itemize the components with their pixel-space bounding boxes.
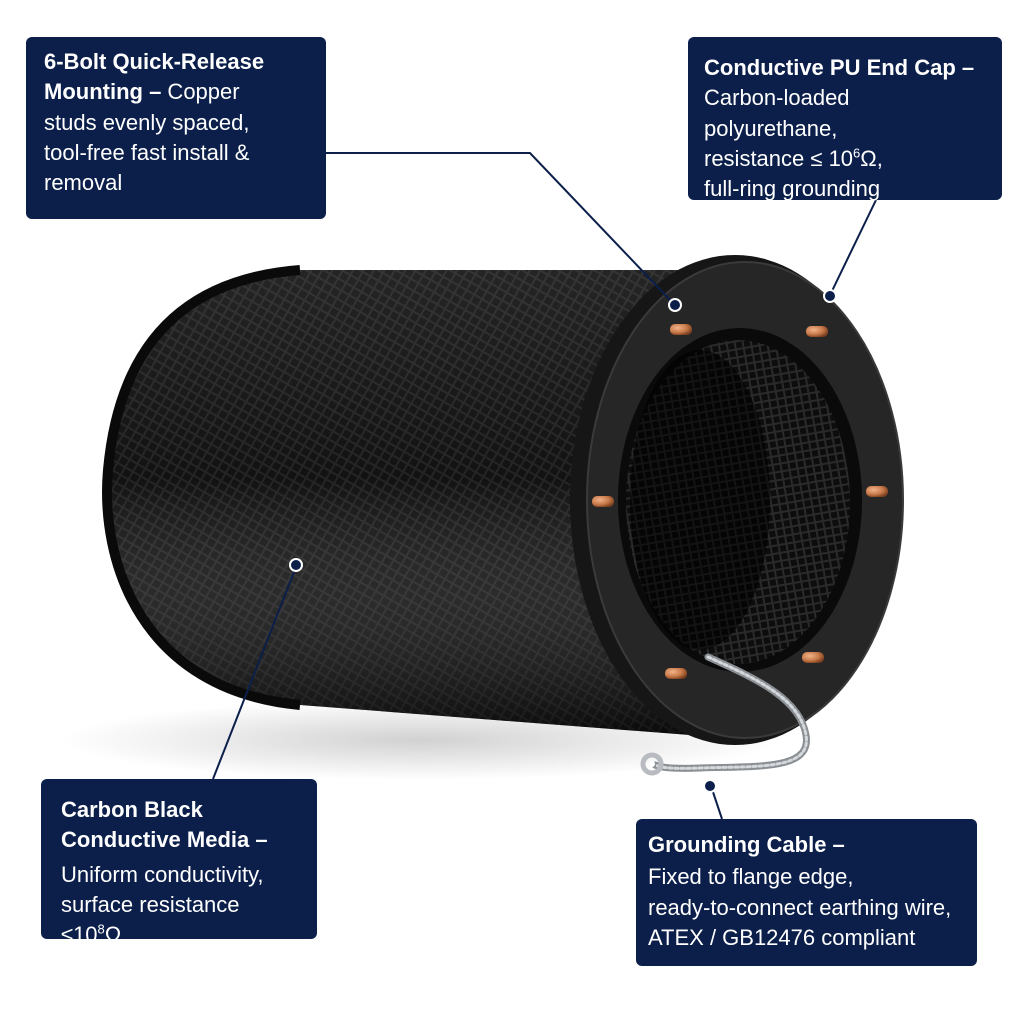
copper-stud-icon	[802, 652, 824, 663]
callout-media-resistance-prefix: surface resistance ≤10	[61, 892, 240, 948]
callout-grounding-title: Grounding Cable –	[648, 832, 845, 857]
callout-endcap-resistance: resistance ≤ 106Ω,	[704, 144, 986, 174]
callout-mounting-line: removal	[44, 170, 123, 196]
callout-endcap-resistance-exp: 6	[853, 145, 861, 161]
leader-line-mounting	[326, 152, 673, 303]
conductive-end-cap	[570, 255, 904, 745]
callout-grounding-line: ready-to-connect earthing wire,	[648, 894, 952, 920]
leader-dot-icon	[668, 298, 682, 312]
copper-stud-icon	[866, 486, 888, 497]
callout-endcap: Conductive PU End Cap – Carbon-loaded po…	[688, 37, 1002, 201]
callout-mounting-line: studs evenly spaced,	[44, 109, 250, 135]
leader-dot-icon	[703, 779, 717, 793]
callout-endcap-line: Carbon-loaded polyurethane,	[704, 85, 850, 141]
callout-media-title-line2: Conductive Media –	[61, 827, 268, 853]
callout-mounting: 6-Bolt Quick-Release Mounting – Copper s…	[26, 37, 326, 219]
callout-media: Carbon Black Conductive Media – Uniform …	[41, 779, 317, 947]
copper-stud-icon	[592, 496, 614, 507]
callout-grounding: Grounding Cable – Fixed to flange edge, …	[636, 819, 977, 966]
leader-line-grounding	[711, 788, 723, 820]
callout-endcap-resistance-suffix: Ω,	[860, 146, 883, 172]
callout-grounding-line: ATEX / GB12476 compliant	[648, 925, 916, 951]
callout-media-resistance-suffix: Ω	[104, 922, 122, 948]
callout-mounting-line: tool-free fast install &	[44, 140, 250, 166]
leader-dot-icon	[823, 289, 837, 303]
ring-terminal-icon	[640, 752, 664, 776]
callout-media-title-line1: Carbon Black	[61, 797, 203, 822]
leader-lines	[212, 152, 877, 820]
leader-dot-icon	[289, 558, 303, 572]
leader-line-endcap	[831, 199, 877, 292]
callout-mounting-title-line2-row: Mounting – Copper	[44, 77, 308, 107]
leader-dots	[289, 289, 837, 793]
callout-mounting-title-line1: 6-Bolt Quick-Release	[44, 49, 265, 74]
callout-mounting-text-after-title: Copper	[161, 79, 240, 105]
callout-endcap-title: Conductive PU End Cap –	[704, 55, 975, 80]
leader-line-media	[212, 566, 297, 780]
callout-media-resistance: surface resistance ≤108Ω	[61, 890, 297, 951]
callout-mounting-title-line2: Mounting –	[44, 79, 162, 105]
grounding-cable	[640, 653, 810, 776]
callout-media-line: Uniform conductivity,	[61, 861, 264, 887]
copper-stud-icon	[806, 326, 828, 337]
callout-media-resistance-exp: 8	[97, 922, 105, 938]
callout-grounding-line: Fixed to flange edge,	[648, 864, 854, 890]
copper-stud-icon	[670, 324, 692, 335]
callout-endcap-line: full-ring grounding	[704, 176, 881, 202]
copper-stud-icon	[665, 668, 687, 679]
callout-endcap-resistance-prefix: resistance ≤ 10	[704, 146, 854, 172]
copper-studs	[592, 324, 888, 679]
filter-body	[102, 265, 690, 735]
